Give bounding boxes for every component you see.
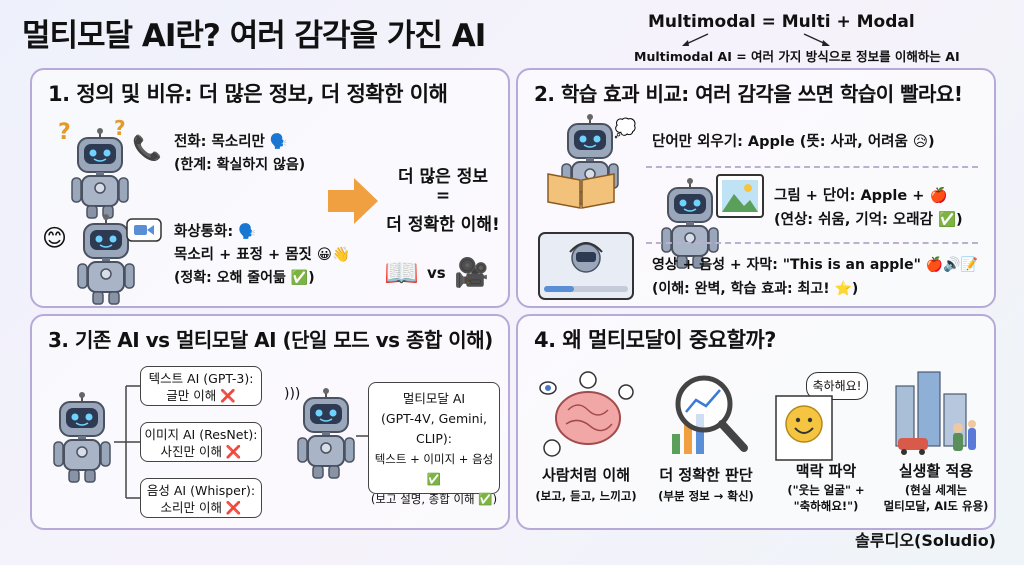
- text-ai-name: 텍스트 AI (GPT-3):: [148, 371, 254, 386]
- panel-title: 4. 왜 멀티모달이 중요할까?: [534, 328, 776, 352]
- question-icon: ?: [58, 120, 71, 145]
- robot-icon: [71, 128, 129, 219]
- arrow-right-icon: [328, 178, 378, 224]
- question-icon: ?: [114, 116, 126, 140]
- video-accuracy: (정확: 오해 줄어듦 ✅): [174, 270, 315, 286]
- image-ai-box: 이미지 AI (ResNet): 사진만 이해 ❌: [140, 422, 262, 462]
- connector-lines: [114, 385, 140, 499]
- video-detail: 목소리 + 표정 + 몸짓 😀👋: [174, 247, 351, 263]
- text-ai-box: 텍스트 AI (GPT-3): 글만 이해 ❌: [140, 366, 262, 406]
- robot-icon: [53, 392, 111, 483]
- panel-definition: 1. 정의 및 비유: 더 많은 정보, 더 정확한 이해 ? ? 📞 전화: …: [30, 68, 510, 308]
- book-icon: [547, 173, 615, 209]
- conclusion-equals: =: [435, 186, 451, 206]
- magnifier-chart-icon: [672, 375, 748, 454]
- panel-title: 3. 기존 AI vs 멀티모달 AI (단일 모드 vs 종합 이해): [48, 328, 493, 352]
- book-icon: 📖: [384, 256, 419, 289]
- sound-wave-icon: ))): [284, 386, 301, 402]
- video-audio-detail: (이해: 완벽, 학습 효과: 최고! ⭐): [652, 281, 859, 297]
- conclusion-line-2: 더 정확한 이해!: [386, 215, 500, 235]
- text-ai-limit: 글만 이해 ❌: [166, 388, 236, 403]
- definition-formula: Multimodal = Multi + Modal: [648, 12, 915, 32]
- item1-sub: (보고, 듣고, 느끼고): [535, 489, 637, 503]
- image-ai-limit: 사진만 이해 ❌: [160, 444, 242, 459]
- page-title: 멀티모달 AI란? 여러 감각을 가진 AI: [22, 18, 486, 54]
- item4-sub-1: (현실 세계는: [904, 483, 968, 497]
- video-camera-icon: 🎥: [454, 256, 489, 289]
- item1-title: 사람처럼 이해: [541, 466, 631, 484]
- arrow-icon: [803, 33, 830, 46]
- item3-sub-1: ("웃는 얼굴" +: [787, 483, 865, 497]
- bubble-text: 축하해요!: [812, 379, 862, 393]
- panel-importance: 4. 왜 멀티모달이 중요할까? 사람처럼 이해 (보고, 듣고, 느끼고) 더…: [516, 314, 996, 530]
- item4-sub-2: 멀티모달, AI도 유용): [883, 499, 989, 513]
- definition-box: Multimodal = Multi + Modal Multimodal AI…: [628, 6, 1004, 66]
- brain-icon: [539, 371, 634, 457]
- vs-label: vs: [427, 264, 446, 282]
- footer-credit: 솔루디오(Soludio): [855, 531, 996, 550]
- video-screen-icon: [538, 232, 634, 300]
- word-only-row: 단어만 외우기: Apple (뜻: 사과, 어려움 😥): [652, 134, 935, 150]
- item3-sub-2: "축하해요!"): [793, 499, 859, 513]
- video-label: 화상통화: 🗣️: [174, 224, 257, 240]
- divider: [646, 242, 978, 244]
- video-audio-row: 영상 + 음성 + 자막: "This is an apple" 🍎🔊📝: [652, 257, 979, 273]
- smile-icon: 😊: [42, 224, 68, 252]
- mm-models: (GPT-4V, Gemini, CLIP):: [381, 411, 487, 446]
- panel-comparison: 3. 기존 AI vs 멀티모달 AI (단일 모드 vs 종합 이해) 텍스트…: [30, 314, 510, 530]
- smile-photo-icon: [775, 395, 833, 461]
- audio-ai-name: 음성 AI (Whisper):: [146, 483, 256, 498]
- panel-title: 1. 정의 및 비유: 더 많은 정보, 더 정확한 이해: [48, 82, 448, 106]
- item2-sub: (부분 정보 → 확신): [658, 489, 754, 503]
- panel-learning: 2. 학습 효과 비교: 여러 감각을 쓰면 학습이 빨라요! 💭 단어만 외우…: [516, 68, 996, 308]
- item4-title: 실생활 적용: [898, 462, 974, 480]
- definition-meaning: Multimodal AI = 여러 가지 방식으로 정보를 이해하는 AI: [634, 49, 960, 64]
- mm-result: (보고 설명, 종합 이해 ✅): [370, 492, 498, 506]
- audio-ai-limit: 소리만 이해 ❌: [160, 500, 242, 515]
- arrow-icon: [682, 33, 709, 46]
- audio-ai-box: 음성 AI (Whisper): 소리만 이해 ❌: [140, 478, 262, 518]
- phone-limit: (한계: 확실하지 않음): [174, 157, 306, 173]
- picture-word-row: 그림 + 단어: Apple + 🍎: [774, 188, 948, 204]
- panel-title: 2. 학습 효과 비교: 여러 감각을 쓰면 학습이 빨라요!: [534, 82, 963, 106]
- item2-title: 더 정확한 판단: [659, 466, 753, 484]
- conclusion-line-1: 더 많은 정보: [397, 167, 489, 187]
- picture-word-detail: (연상: 쉬움, 기억: 오래감 ✅): [774, 212, 963, 228]
- phone-icon: 📞: [132, 134, 162, 162]
- multimodal-ai-box: 멀티모달 AI (GPT-4V, Gemini, CLIP): 텍스트 + 이미…: [368, 382, 500, 506]
- picture-icon: [716, 174, 764, 218]
- phone-label: 전화: 목소리만 🗣️: [174, 134, 288, 150]
- mm-inputs: 텍스트 + 이미지 + 음성 ✅: [374, 452, 494, 486]
- robot-icon: [297, 388, 355, 479]
- item3-title: 맥락 파악: [795, 462, 857, 480]
- thought-bubble-icon: 💭: [614, 118, 637, 139]
- image-ai-name: 이미지 AI (ResNet):: [144, 427, 258, 442]
- divider: [646, 166, 978, 168]
- mm-name: 멀티모달 AI: [402, 391, 466, 406]
- city-icon: [895, 371, 976, 455]
- video-call-icon: [126, 218, 162, 242]
